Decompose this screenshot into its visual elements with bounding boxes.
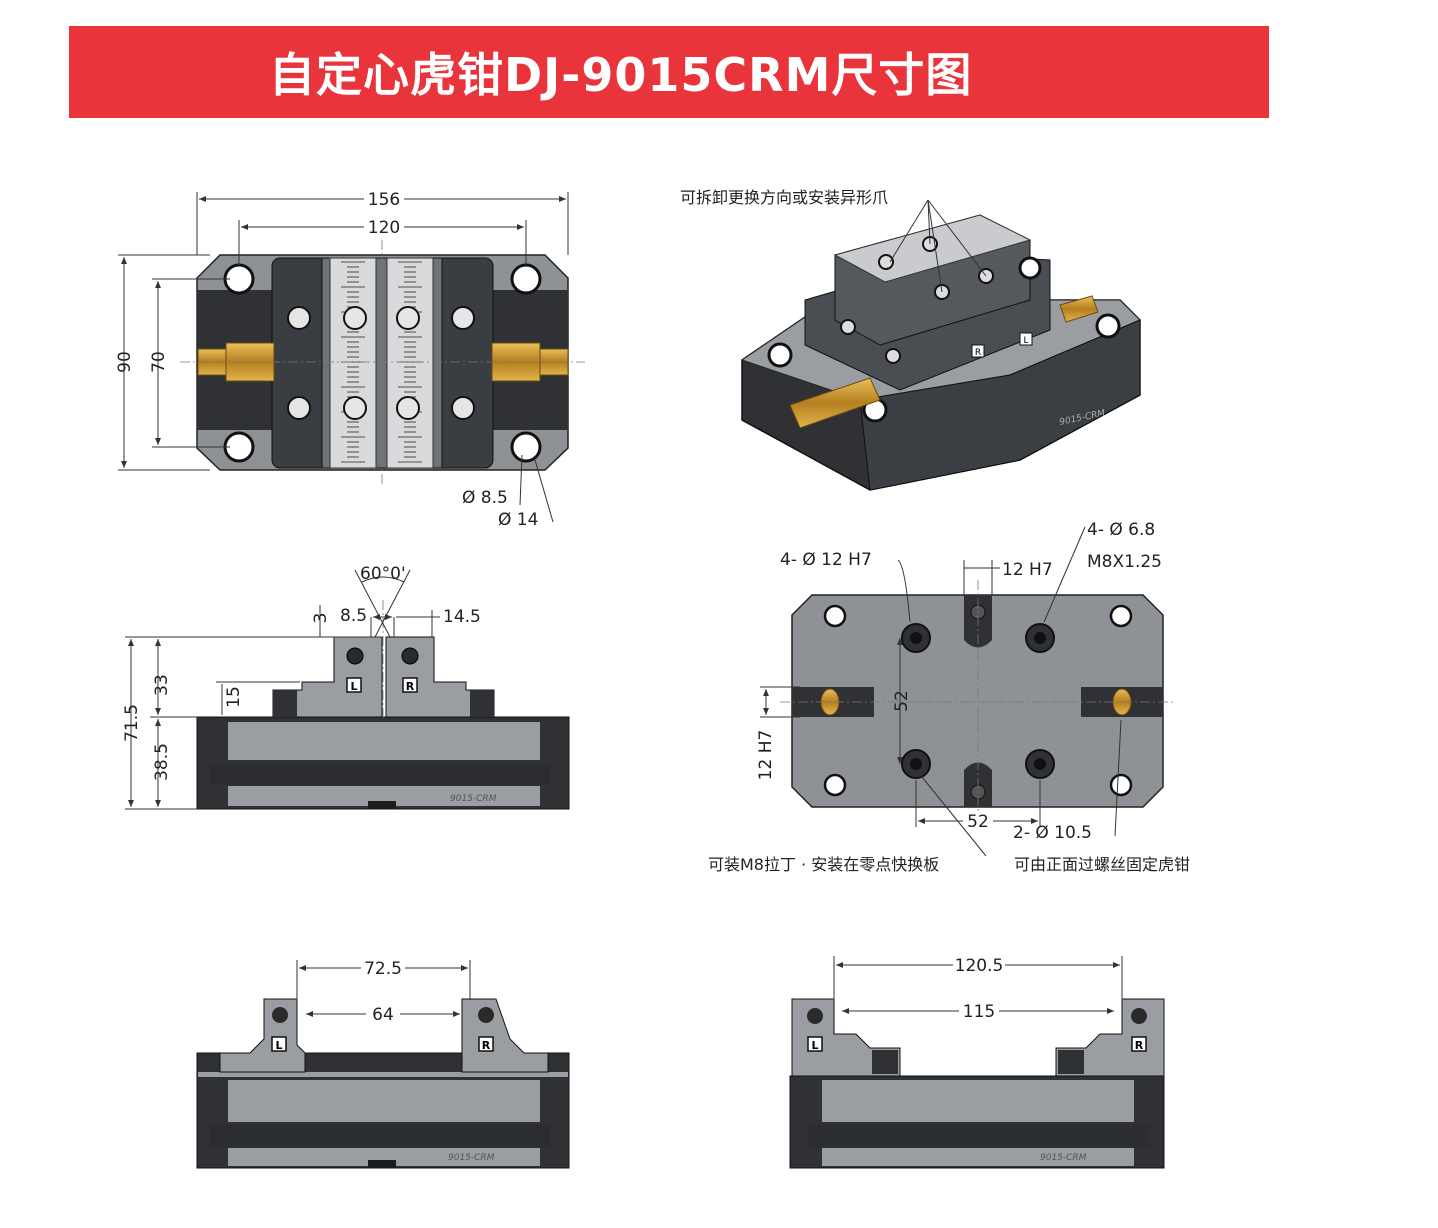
note-removable-jaws: 可拆卸更换方向或安装异形爪 — [680, 188, 888, 207]
dim-15: 15 — [224, 686, 244, 708]
dim-70: 70 — [149, 351, 169, 373]
iso-brass-screw — [789, 377, 881, 429]
side-view-wide: 9015-CRM L R 120.5 115 — [789, 954, 1165, 1169]
iso-jaw-label-l: L — [1023, 336, 1028, 346]
iso-view: R L 9015-CRM 可拆卸更换方向或安装异形爪 — [680, 188, 1141, 491]
top-view: 156 120 90 70 Ø 8.5 Ø 14 — [115, 188, 585, 530]
iso-jaw-label-r: R — [975, 348, 981, 358]
side-open-label-r: R — [482, 1039, 491, 1052]
dim-120: 120 — [368, 218, 400, 238]
dim-8-5: 8.5 — [340, 606, 367, 626]
front-label-l: L — [350, 680, 357, 693]
dim-72-5: 72.5 — [364, 959, 402, 979]
dim-115: 115 — [963, 1002, 995, 1022]
side-wide-marking: 9015-CRM — [1040, 1153, 1087, 1163]
dim-71-5: 71.5 — [122, 704, 142, 742]
dim-33: 33 — [152, 674, 172, 696]
front-groove — [210, 765, 550, 785]
front-face-upper — [228, 722, 540, 760]
side-wide-label-l: L — [811, 1039, 818, 1052]
bottom-view: 4- Ø 12 H7 12 H7 4- Ø 6.8 M8X1.25 52 12 … — [708, 520, 1190, 874]
iso-brass-screw-right — [1059, 295, 1099, 323]
front-body-marking: 9015-CRM — [450, 794, 497, 804]
side-open-marking: 9015-CRM — [448, 1153, 495, 1163]
front-label-r: R — [406, 680, 415, 693]
front-view: 9015-CRM L R 60°0' 3 8.5 14.5 71.5 — [122, 564, 570, 810]
dim-dia-14: Ø 14 — [498, 510, 538, 530]
jaw-screws — [287, 306, 475, 420]
dim-52-horizontal: 52 — [967, 812, 989, 832]
dim-angle-60: 60°0' — [360, 564, 406, 584]
title-banner: 自定心虎钳DJ-9015CRM尺寸图 — [69, 26, 1269, 118]
front-face-lower — [228, 786, 540, 806]
dim-64: 64 — [372, 1005, 394, 1025]
left-scale — [329, 257, 377, 469]
dim-52-vertical: 52 — [892, 690, 912, 712]
front-slot — [368, 801, 396, 809]
side-open-right-jaw — [461, 998, 549, 1073]
dim-90: 90 — [115, 351, 135, 373]
dim-14-5: 14.5 — [443, 607, 481, 627]
corner-through-holes — [823, 604, 1133, 797]
note-front-fixing: 可由正面过螺丝固定虎钳 — [1014, 855, 1190, 874]
side-open-label-l: L — [275, 1039, 282, 1052]
iso-front-face — [859, 319, 1141, 491]
dim-4-dia-6-8: 4- Ø 6.8 — [1087, 520, 1155, 540]
dim-m8x1-25: M8X1.25 — [1087, 552, 1162, 572]
dim-2-dia-10-5: 2- Ø 10.5 — [1013, 823, 1092, 843]
dim-38-5: 38.5 — [152, 743, 172, 781]
dim-12h7-slot: 12 H7 — [1002, 560, 1053, 580]
side-open-left-jaw — [219, 998, 306, 1073]
side-view-open: 9015-CRM L R 72.5 64 — [196, 957, 570, 1169]
dim-156: 156 — [368, 190, 400, 210]
dim-12h7-vertical: 12 H7 — [756, 730, 776, 781]
dim-dia-8-5: Ø 8.5 — [462, 488, 508, 508]
right-scale — [386, 257, 434, 469]
side-wide-label-r: R — [1135, 1039, 1144, 1052]
dim-3: 3 — [311, 613, 331, 624]
bottom-plate — [791, 594, 1164, 808]
note-pull-stud: 可装M8拉丁 · 安装在零点快换板 — [708, 855, 939, 874]
dim-4-dia-12h7: 4- Ø 12 H7 — [780, 550, 872, 570]
dim-120-5: 120.5 — [955, 956, 1004, 976]
page-title: 自定心虎钳DJ-9015CRM尺寸图 — [269, 48, 973, 102]
